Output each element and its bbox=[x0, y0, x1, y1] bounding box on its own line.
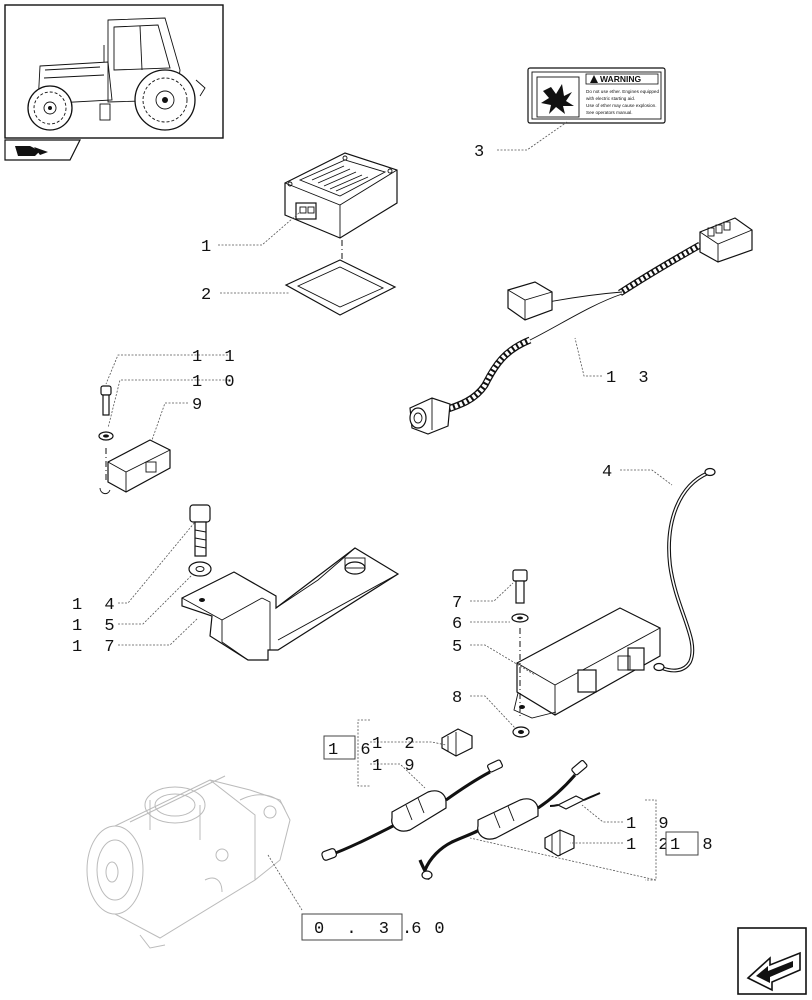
reference-code-boxed: 0 . 3 6 bbox=[314, 920, 427, 939]
fuse-holder-left bbox=[321, 759, 503, 861]
label-12-left[interactable]: 1 2 bbox=[372, 735, 421, 754]
bolt-module bbox=[512, 569, 528, 604]
bolt-large bbox=[189, 504, 211, 557]
wiring-harness bbox=[409, 217, 753, 435]
label-16-box bbox=[323, 735, 356, 760]
reference-code-suffix: . 0 bbox=[402, 920, 451, 939]
warning-decal: WARNING Do not use ether. Engines equipp… bbox=[527, 67, 666, 124]
label-19-right[interactable]: 1 9 bbox=[626, 815, 675, 834]
warning-line-2: with electric starting aid. bbox=[586, 96, 635, 101]
warning-title: WARNING bbox=[600, 74, 641, 84]
electronic-module bbox=[513, 607, 661, 719]
label-18[interactable]: 1 8 bbox=[670, 836, 719, 855]
ground-cable bbox=[653, 467, 716, 673]
washer-small bbox=[98, 431, 114, 441]
fuse-holder-right bbox=[418, 760, 588, 880]
label-10[interactable]: 1 0 bbox=[192, 373, 241, 392]
callout-labels: 1 2 3 1 1 1 0 9 1 3 4 1 4 1 5 1 7 7 6 5 … bbox=[72, 143, 719, 856]
label-6[interactable]: 6 bbox=[452, 615, 468, 634]
fuse-link bbox=[549, 792, 601, 810]
warning-line-1: Do not use ether. Engines equipped bbox=[586, 89, 659, 94]
arrow-icon bbox=[746, 951, 801, 992]
tractor-thumbnail[interactable] bbox=[4, 4, 224, 139]
label-19-left[interactable]: 1 9 bbox=[372, 757, 421, 776]
nav-tab-icon[interactable] bbox=[4, 139, 81, 161]
label-8[interactable]: 8 bbox=[452, 689, 468, 708]
leader-lines bbox=[105, 121, 673, 911]
label-5[interactable]: 5 bbox=[452, 638, 468, 657]
label-12-right[interactable]: 1 2 bbox=[626, 836, 675, 855]
label-4[interactable]: 4 bbox=[602, 463, 618, 482]
relay-module bbox=[99, 439, 171, 495]
label-17[interactable]: 1 7 bbox=[72, 638, 121, 657]
label-18-box bbox=[665, 831, 699, 856]
label-15[interactable]: 1 5 bbox=[72, 617, 121, 636]
washer-module-top bbox=[511, 613, 529, 623]
next-page-button[interactable] bbox=[737, 927, 807, 995]
label-11[interactable]: 1 1 bbox=[192, 348, 241, 367]
label-16[interactable]: 1 6 bbox=[328, 741, 377, 760]
fuse-clip-bottom bbox=[544, 829, 575, 857]
label-1[interactable]: 1 bbox=[201, 238, 217, 257]
warning-line-4: See operators manual. bbox=[586, 110, 632, 115]
washer-module-bottom bbox=[512, 726, 530, 738]
control-unit bbox=[284, 152, 398, 239]
label-2[interactable]: 2 bbox=[201, 286, 217, 305]
starter-motor-ghost bbox=[86, 775, 291, 949]
label-7[interactable]: 7 bbox=[452, 594, 468, 613]
gasket bbox=[284, 259, 397, 316]
label-9[interactable]: 9 bbox=[192, 396, 208, 415]
label-13[interactable]: 1 3 bbox=[606, 369, 655, 388]
warning-line-3: Use of ether may cause explosion. bbox=[586, 103, 656, 108]
label-3[interactable]: 3 bbox=[474, 143, 490, 162]
bolt-small bbox=[100, 385, 112, 416]
mounting-bracket bbox=[181, 547, 400, 661]
label-14[interactable]: 1 4 bbox=[72, 596, 121, 615]
reference-code[interactable]: 0 . 3 6 . 0 bbox=[301, 913, 451, 941]
washer-large bbox=[188, 561, 212, 577]
fuse-clip-top bbox=[441, 728, 473, 757]
